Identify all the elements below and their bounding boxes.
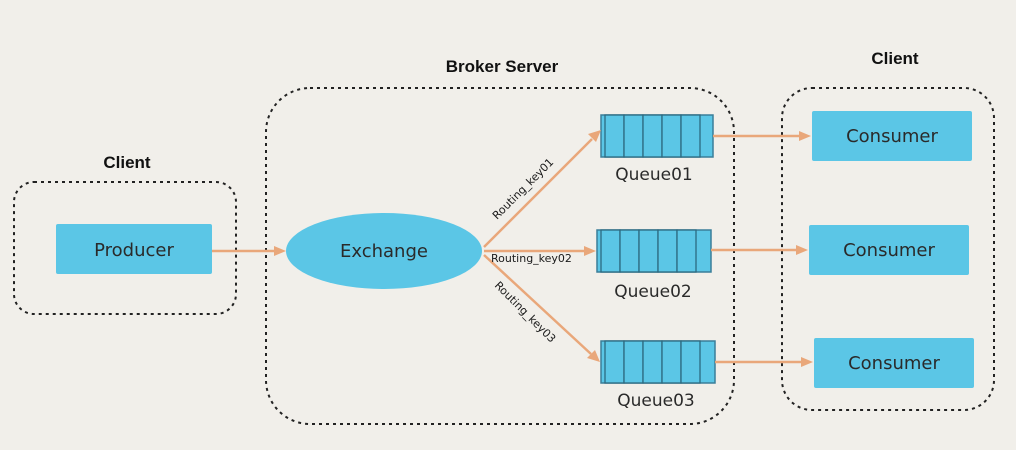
consumer-client-title: Client [871,49,919,68]
queue-02-label: Queue02 [614,282,691,302]
consumer-label-1: Consumer [846,126,938,147]
broker-server-group [265,87,735,425]
broker-server-title: Broker Server [446,57,559,76]
consumer-client-group [781,87,995,411]
consumer-label-2: Consumer [843,240,935,261]
exchange-to-queue-03-arrow [483,254,600,362]
producer-client-title: Client [103,153,151,172]
queue-03-cell [623,340,644,384]
queue-01-label: Queue01 [615,165,692,185]
producer-node [56,224,212,274]
queue-03-cell [680,340,701,384]
queue-02-cell [638,229,659,273]
queue-01-cell [661,114,682,158]
routing-key-01-label: Routing_key01 [490,156,556,222]
queue-02-cell [657,229,678,273]
queue-01 [600,114,714,158]
queue-03-cell [642,340,663,384]
routing-key-03-label: Routing_key03 [492,279,558,345]
queue-03-cell [604,340,625,384]
queue-02-to-consumer-2-arrow [711,245,808,255]
queue-02-cell [676,229,697,273]
producer-client-group [13,181,237,315]
producer-label: Producer [94,240,174,261]
exchange-to-queue-02-arrow [484,246,596,256]
queue-01-cell [604,114,625,158]
queue-01-cell [623,114,644,158]
queue-03 [600,340,716,384]
queue-01-cell [642,114,663,158]
producer-to-exchange-arrow [212,246,286,256]
queue-02-cell [600,229,621,273]
queue-03-label: Queue03 [617,391,694,411]
consumer-node-3 [814,338,974,388]
queue-01-to-consumer-1-arrow [713,131,811,141]
queue-03-to-consumer-3-arrow [715,357,813,367]
consumer-node-1 [812,111,972,161]
exchange-to-queue-01-arrow [483,130,601,248]
queue-02-cell [619,229,640,273]
consumer-label-3: Consumer [848,353,940,374]
consumer-node-2 [809,225,969,275]
routing-key-02-label: Routing_key02 [491,252,572,265]
exchange-label: Exchange [340,241,428,262]
exchange-node [286,213,482,289]
queue-03-cell [661,340,682,384]
queue-01-cell [680,114,701,158]
queue-02 [596,229,712,273]
